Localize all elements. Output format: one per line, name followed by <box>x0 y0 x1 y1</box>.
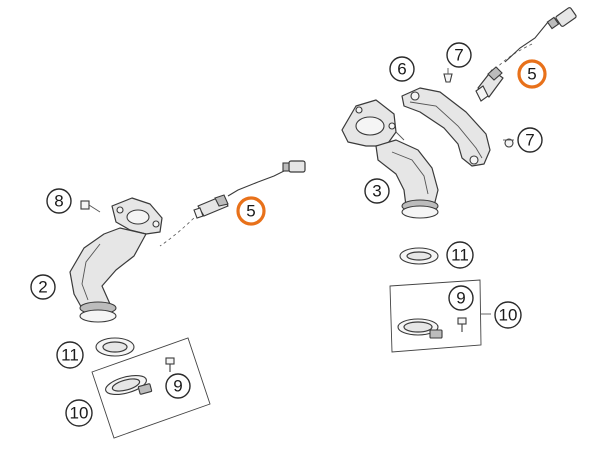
clamp-group-box-right <box>389 279 482 353</box>
callout-7-mid-label: 7 <box>525 131 534 150</box>
callout-8: 8 <box>46 188 72 214</box>
clamp-right <box>397 318 443 339</box>
callout-3: 3 <box>364 178 390 204</box>
oxygen-sensor-right <box>475 7 577 102</box>
callout-5-left: 5 <box>236 196 266 226</box>
callout-6-label: 6 <box>397 60 406 79</box>
callout-8-label: 8 <box>54 192 63 211</box>
callout-9-left: 9 <box>165 373 191 399</box>
gasket-right <box>399 247 439 265</box>
callout-11-left: 11 <box>56 341 84 369</box>
exhaust-manifold-right <box>341 99 439 219</box>
callout-10-right: 10 <box>494 301 522 329</box>
callout-11-left-label: 11 <box>61 346 79 365</box>
callout-6: 6 <box>389 56 415 82</box>
bolt-left <box>165 357 175 372</box>
clamp-group-box-left <box>91 337 211 439</box>
callout-9-right-label: 9 <box>456 289 465 308</box>
screw-top <box>443 68 453 83</box>
callout-10-left-label: 10 <box>70 404 89 423</box>
callout-11-right: 11 <box>446 241 474 269</box>
callout-5-right-label: 5 <box>527 65 536 84</box>
callout-5-right: 5 <box>517 59 547 89</box>
callout-3-label: 3 <box>372 182 381 201</box>
oxygen-sensor-left <box>159 160 306 247</box>
callout-5-left-label: 5 <box>246 202 255 221</box>
bolt-right <box>457 317 467 332</box>
callout-10-right-label: 10 <box>499 306 518 325</box>
callout-2: 2 <box>30 274 56 300</box>
callout-7-mid: 7 <box>517 127 543 153</box>
gasket-left <box>95 337 135 357</box>
callout-10-left: 10 <box>65 399 93 427</box>
callout-9-left-label: 9 <box>173 377 182 396</box>
callout-7-top: 7 <box>446 42 472 68</box>
callout-11-right-label: 11 <box>451 246 469 265</box>
callout-9-right: 9 <box>448 285 474 311</box>
clamp-left <box>105 375 153 395</box>
screw-mid <box>503 138 514 148</box>
exhaust-manifold-left <box>69 197 163 323</box>
heat-shield <box>401 87 491 167</box>
screw-left <box>80 200 101 213</box>
callout-7-top-label: 7 <box>454 46 463 65</box>
callout-2-label: 2 <box>38 278 47 297</box>
